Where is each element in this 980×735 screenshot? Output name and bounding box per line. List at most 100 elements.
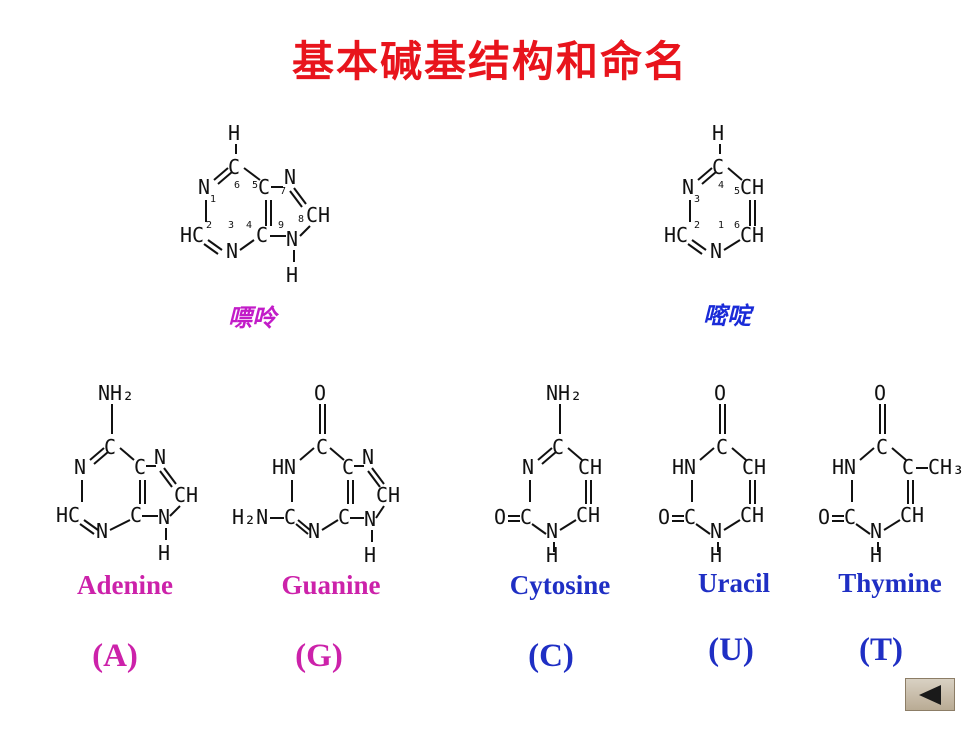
uracil-abbr: (U) [708, 632, 754, 668]
svg-text:9: 9 [278, 220, 284, 231]
cytosine-name: Cytosine [509, 570, 611, 600]
svg-text:CH₃: CH₃ [928, 455, 964, 479]
svg-text:5: 5 [734, 186, 740, 197]
svg-text:N: N [710, 239, 722, 263]
svg-text:O: O [494, 505, 506, 529]
svg-text:HN: HN [832, 455, 856, 479]
svg-text:HC: HC [664, 223, 688, 247]
svg-text:N: N [710, 519, 722, 543]
svg-text:C: C [684, 505, 696, 529]
svg-text:CH: CH [174, 483, 198, 507]
svg-text:H: H [546, 543, 558, 567]
svg-text:HC: HC [180, 223, 204, 247]
svg-text:N: N [364, 507, 376, 531]
previous-slide-button[interactable] [905, 678, 955, 711]
svg-text:N: N [546, 519, 558, 543]
svg-text:4: 4 [246, 220, 252, 231]
svg-text:1: 1 [210, 194, 216, 205]
uracil-name: Uracil [698, 568, 770, 598]
adenine-name: Adenine [76, 570, 174, 600]
guanine-name: Guanine [281, 570, 381, 600]
svg-text:C: C [284, 505, 296, 529]
svg-text:N: N [522, 455, 534, 479]
svg-text:NH₂: NH₂ [98, 381, 134, 405]
svg-text:C: C [258, 175, 270, 199]
svg-text:H: H [364, 543, 376, 567]
svg-text:C: C [228, 155, 240, 179]
svg-text:N: N [96, 519, 108, 543]
purine-label: 嘌呤 [228, 304, 276, 332]
guanine-structure: O C HN C N CH H₂N C N C N H [232, 381, 400, 567]
svg-text:C: C [902, 455, 914, 479]
svg-text:N: N [284, 165, 296, 189]
svg-text:NH₂: NH₂ [546, 381, 582, 405]
svg-text:C: C [520, 505, 532, 529]
svg-text:CH: CH [742, 455, 766, 479]
svg-text:7: 7 [280, 186, 286, 197]
svg-text:N: N [286, 227, 298, 251]
uracil-structure: O C HN CH O C N CH H [658, 381, 766, 567]
svg-text:2: 2 [206, 220, 212, 231]
svg-text:1: 1 [718, 220, 724, 231]
svg-text:2: 2 [694, 220, 700, 231]
svg-text:CH: CH [576, 503, 600, 527]
svg-text:CH: CH [740, 223, 764, 247]
svg-text:H: H [710, 543, 722, 567]
svg-text:O: O [818, 505, 830, 529]
svg-text:H: H [286, 263, 298, 287]
svg-text:HC: HC [56, 503, 80, 527]
thymine-abbr: (T) [859, 632, 903, 668]
svg-text:3: 3 [694, 194, 700, 205]
svg-text:CH: CH [578, 455, 602, 479]
svg-text:N: N [154, 445, 166, 469]
svg-text:C: C [134, 455, 146, 479]
svg-text:C: C [338, 505, 350, 529]
svg-text:H₂N: H₂N [232, 505, 268, 529]
svg-text:N: N [870, 519, 882, 543]
svg-text:C: C [130, 503, 142, 527]
svg-text:C: C [876, 435, 888, 459]
svg-text:N: N [308, 519, 320, 543]
svg-text:6: 6 [234, 180, 240, 191]
svg-text:CH: CH [376, 483, 400, 507]
svg-text:N: N [226, 239, 238, 263]
svg-text:3: 3 [228, 220, 234, 231]
svg-text:O: O [658, 505, 670, 529]
pyrimidine-structure: H C N 3 4 5 CH 2 1 6 HC N CH [664, 121, 764, 263]
svg-text:CH: CH [740, 175, 764, 199]
adenine-abbr: (A) [92, 638, 138, 674]
svg-text:N: N [362, 445, 374, 469]
svg-text:O: O [714, 381, 726, 405]
svg-text:HN: HN [672, 455, 696, 479]
svg-text:N: N [74, 455, 86, 479]
svg-text:C: C [342, 455, 354, 479]
adenine-structure: NH₂ C N C N CH HC N C N H [56, 381, 198, 565]
guanine-abbr: (G) [295, 638, 343, 674]
svg-text:C: C [552, 435, 564, 459]
svg-text:N: N [198, 175, 210, 199]
svg-text:H: H [712, 121, 724, 145]
thymine-structure: O C HN C CH₃ O C N CH H [818, 381, 964, 567]
svg-text:O: O [874, 381, 886, 405]
svg-text:C: C [844, 505, 856, 529]
pyrimidine-label: 嘧啶 [703, 302, 751, 330]
svg-text:H: H [870, 543, 882, 567]
svg-text:CH: CH [740, 503, 764, 527]
svg-text:HN: HN [272, 455, 296, 479]
svg-text:C: C [716, 435, 728, 459]
purine-structure: H C N 1 6 C 5 N 7 8 CH HC 2 3 N 4 C 9 N … [180, 121, 330, 287]
slide-title: 基本碱基结构和命名 [291, 40, 688, 86]
svg-text:C: C [104, 435, 116, 459]
svg-text:C: C [256, 223, 268, 247]
cytosine-abbr: (C) [528, 638, 574, 674]
svg-text:5: 5 [252, 180, 258, 191]
svg-text:8: 8 [298, 214, 304, 225]
svg-text:N: N [682, 175, 694, 199]
svg-text:C: C [316, 435, 328, 459]
svg-text:H: H [228, 121, 240, 145]
svg-text:CH: CH [900, 503, 924, 527]
triangle-left-icon [919, 685, 941, 705]
svg-text:O: O [314, 381, 326, 405]
svg-text:4: 4 [718, 180, 724, 191]
svg-text:H: H [158, 541, 170, 565]
